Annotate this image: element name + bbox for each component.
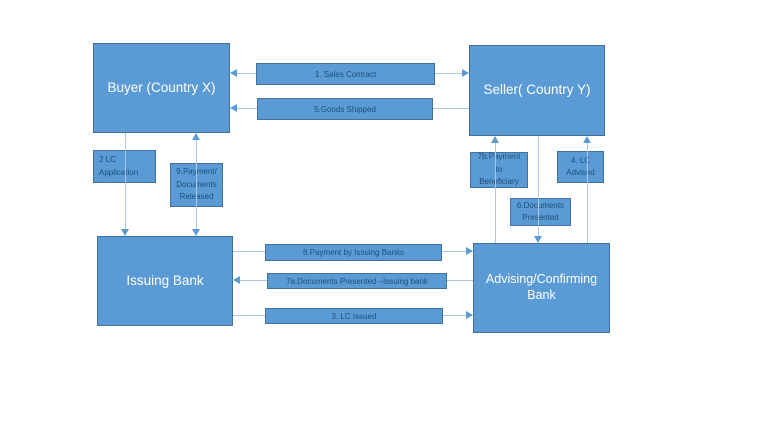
node-advising-bank: Advising/Confirming Bank bbox=[473, 243, 610, 333]
sales-contract-arrowhead-right-icon bbox=[462, 69, 469, 77]
connector-label-goods-shipped-text: 5.Goods Shipped bbox=[314, 104, 376, 114]
documents-presented-arrowhead-down-icon bbox=[534, 236, 542, 243]
connector-label-lc-issued-text: 3. LC Issued bbox=[331, 311, 377, 321]
stepbox-lc-application-line1: 2 LC bbox=[99, 155, 116, 165]
payment-to-beneficiary-line bbox=[495, 143, 496, 243]
connector-label-goods-shipped: 5.Goods Shipped bbox=[257, 98, 433, 120]
payment-by-issuing-banks-line-right bbox=[442, 251, 466, 252]
sales-contract-line-left bbox=[237, 73, 256, 74]
stepbox-lc-advised-line1: 4. LC bbox=[570, 155, 591, 165]
documents-presented-issuing-bank-arrowhead-left-icon bbox=[233, 276, 240, 284]
lc-advised-line bbox=[587, 143, 588, 243]
payment-to-beneficiary-arrowhead-up-icon bbox=[491, 136, 499, 143]
stepbox-payment-to-beneficiary-line2: to bbox=[495, 164, 503, 174]
connector-label-lc-issued: 3. LC Issued bbox=[265, 308, 443, 324]
node-issuing-bank: Issuing Bank bbox=[97, 236, 233, 326]
goods-shipped-line-left bbox=[237, 108, 257, 109]
goods-shipped-arrowhead-left-icon bbox=[230, 104, 237, 112]
sales-contract-line-right bbox=[435, 73, 462, 74]
stepbox-lc-application-line2: Application bbox=[99, 167, 139, 177]
lc-issued-line-left bbox=[233, 315, 265, 316]
node-buyer-label: Buyer (Country X) bbox=[107, 79, 216, 95]
connector-label-documents-presented-issuing-bank-text: 7a.Documents Presented –Issuing bank bbox=[286, 276, 428, 286]
payment-documents-released-arrowhead-up-icon bbox=[192, 133, 200, 140]
lc-application-line bbox=[125, 133, 126, 229]
connector-label-documents-presented-issuing-bank: 7a.Documents Presented –Issuing bank bbox=[267, 273, 447, 289]
payment-documents-released-arrowhead-down-icon bbox=[192, 229, 200, 236]
stepbox-payment-to-beneficiary-line3: Beneficiary bbox=[479, 177, 519, 187]
stepbox-lc-advised-line2: Advised bbox=[566, 168, 595, 177]
payment-documents-released-line bbox=[196, 140, 197, 229]
node-buyer: Buyer (Country X) bbox=[93, 43, 230, 133]
stepbox-documents-presented-line2: Presented bbox=[522, 213, 559, 222]
sales-contract-arrowhead-left-icon bbox=[230, 69, 237, 77]
stepbox-payment-to-beneficiary-line1: 7b.Payment bbox=[477, 152, 521, 162]
lc-advised-arrowhead-up-icon bbox=[583, 136, 591, 143]
stepbox-lc-application: 2 LC Application bbox=[93, 150, 156, 183]
documents-presented-issuing-bank-line-left bbox=[240, 280, 267, 281]
stepbox-documents-presented: 6.Documents Presented bbox=[510, 198, 571, 226]
stepbox-documents-presented-line1: 6.Documents bbox=[516, 200, 565, 210]
payment-by-issuing-banks-line-left bbox=[233, 251, 265, 252]
node-issuing-bank-label: Issuing Bank bbox=[126, 272, 204, 288]
goods-shipped-line-right bbox=[433, 108, 469, 109]
connector-label-payment-by-issuing-banks-text: 8.Payment by Issuing Banks bbox=[303, 248, 404, 257]
lc-application-arrowhead-down-icon bbox=[121, 229, 129, 236]
stepbox-payment-to-beneficiary: 7b.Payment to Beneficiary bbox=[470, 152, 528, 188]
stepbox-lc-advised: 4. LC Advised bbox=[557, 151, 604, 183]
lc-issued-arrowhead-right-icon bbox=[466, 311, 473, 319]
documents-presented-line bbox=[538, 136, 539, 236]
connector-label-sales-contract-text: 1. Sales Contract bbox=[314, 69, 377, 79]
node-seller-label: Seller( Country Y) bbox=[483, 82, 591, 98]
documents-presented-issuing-bank-line-right bbox=[447, 280, 473, 281]
payment-by-issuing-banks-arrowhead-right-icon bbox=[466, 247, 473, 255]
lc-issued-line-right bbox=[443, 315, 466, 316]
connector-label-sales-contract: 1. Sales Contract bbox=[256, 63, 435, 85]
node-seller: Seller( Country Y) bbox=[469, 45, 605, 136]
connector-label-payment-by-issuing-banks: 8.Payment by Issuing Banks bbox=[265, 244, 442, 261]
node-advising-bank-label: Advising/Confirming Bank bbox=[485, 272, 598, 302]
